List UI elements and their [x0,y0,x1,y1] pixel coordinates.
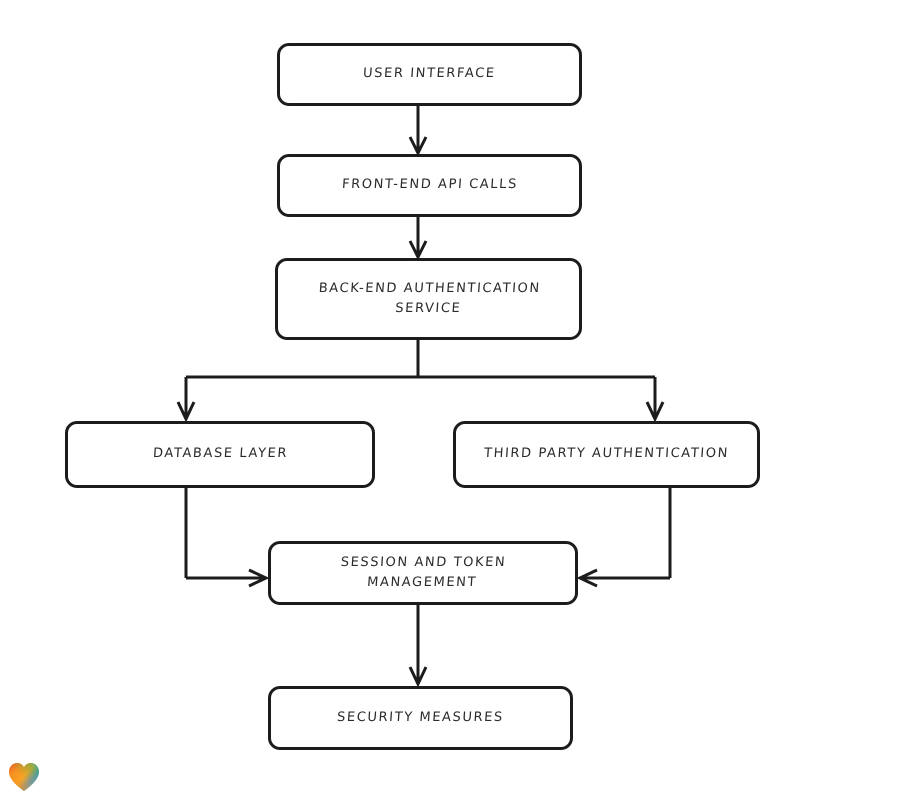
node-frontend-api-calls[interactable]: Front-End API Calls [277,154,582,217]
edge-session-token-to-security [408,605,428,688]
node-user-interface-label: User Interface [362,66,497,82]
node-backend-authentication-service[interactable]: Back-End Authentication Service [275,258,582,340]
node-security-measures-label: Security Measures [336,709,505,725]
node-database-layer-label: Database Layer [152,446,289,462]
node-database-layer[interactable]: Database Layer [65,421,375,488]
node-security-measures[interactable]: Security Measures [268,686,573,750]
heart-icon [9,763,39,791]
edge-database-layer-to-session-token [184,488,270,588]
node-third-party-authentication[interactable]: Third Party Authentication [453,421,760,488]
node-third-party-authentication-label: Third Party Authentication [483,446,730,462]
node-user-interface[interactable]: User Interface [277,43,582,106]
node-session-and-token-management[interactable]: Session and Token Management [268,541,578,605]
node-session-and-token-management-label: Session and Token Management [340,554,508,590]
node-backend-authentication-service-label: Back-End Authentication Service [317,280,541,316]
edge-backend-auth-to-third-party-auth [418,375,665,423]
edge-user-interface-to-frontend-api [408,106,428,157]
edge-frontend-api-to-backend-auth [408,217,428,261]
edge-backend-auth-to-database-layer [176,340,420,423]
node-frontend-api-calls-label: Front-End API Calls [341,177,518,193]
edge-third-party-auth-to-session-token [576,488,672,588]
